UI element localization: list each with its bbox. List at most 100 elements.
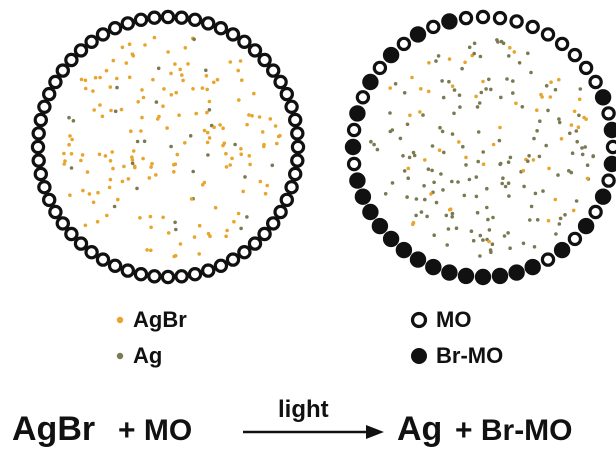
left-ag-particle <box>243 175 247 179</box>
right-ag-particle <box>557 222 562 226</box>
left-agbr-particle <box>91 200 96 205</box>
left-agbr-particle <box>162 87 166 91</box>
right-ag-particle <box>388 111 392 115</box>
right-agbr-particle <box>577 97 582 102</box>
right-brmo-bead <box>594 188 612 205</box>
right-ag-particle <box>544 143 548 148</box>
left-agbr-particle <box>145 248 149 252</box>
right-ag-particle <box>454 226 459 230</box>
right-ag-particle <box>506 231 510 235</box>
right-mo-bead <box>554 36 570 52</box>
left-agbr-particle <box>241 189 245 194</box>
left-agbr-particle <box>225 228 229 233</box>
left-mo-bead <box>290 126 305 141</box>
left-agbr-particle <box>258 179 263 184</box>
right-ag-particle <box>554 232 558 236</box>
right-agbr-particle <box>464 155 468 160</box>
left-agbr-particle <box>79 77 84 82</box>
right-brmo-bead <box>524 258 541 276</box>
left-agbr-particle <box>257 115 262 119</box>
right-mo-bead <box>588 204 603 220</box>
left-agbr-particle <box>172 170 176 174</box>
right-mo-bead <box>578 60 594 76</box>
right-ag-particle <box>544 84 549 88</box>
right-ag-particle <box>574 129 579 133</box>
left-agbr-particle <box>205 140 210 145</box>
right-ag-particle <box>526 159 530 163</box>
left-agbr-particle <box>151 77 155 82</box>
right-brmo-bead <box>349 105 366 122</box>
left-agbr-particle <box>67 142 71 147</box>
right-brmo-bead <box>344 138 362 156</box>
right-ag-particle <box>556 173 560 177</box>
left-mo-bead <box>64 52 79 68</box>
right-ag-particle <box>527 154 531 158</box>
left-agbr-particle <box>126 177 131 181</box>
right-mo-bead <box>601 106 616 121</box>
right-agbr-particle <box>427 61 431 65</box>
right-ag-particle <box>532 136 536 141</box>
right-brmo-bead <box>474 268 492 286</box>
left-agbr-particle <box>124 61 129 65</box>
left-mo-bead <box>147 269 162 284</box>
right-ag-particle <box>467 45 472 50</box>
right-ag-particle <box>479 90 484 95</box>
left-mo-bead <box>284 179 299 195</box>
legend-brmo-label: Br-MO <box>436 343 504 368</box>
right-agbr-particle <box>487 239 491 244</box>
left-agbr-particle <box>108 85 113 89</box>
right-brmo-bead <box>382 46 400 64</box>
left-agbr-particle <box>178 67 182 72</box>
right-ag-particle <box>507 54 511 58</box>
left-agbr-particle <box>224 234 228 239</box>
right-ag-particle <box>580 152 585 157</box>
left-mo-bead <box>33 166 49 182</box>
right-ag-particle <box>517 61 522 65</box>
left-agbr-particle <box>131 149 136 153</box>
right-ag-particle <box>462 193 467 198</box>
right-ag-particle <box>546 108 550 113</box>
right-agbr-particle <box>559 137 564 141</box>
legend-ag-label: Ag <box>133 343 163 368</box>
left-ag-particle <box>112 204 117 209</box>
left-agbr-particle <box>103 154 108 158</box>
left-ag-particle <box>204 68 208 73</box>
right-ag-particle <box>447 79 451 84</box>
right-ag-particle <box>557 120 562 125</box>
left-agbr-particle <box>169 93 174 97</box>
mo-open-ring-icon <box>410 311 428 329</box>
right-ag-particle <box>563 213 567 217</box>
right-brmo-bead <box>603 121 616 139</box>
left-agbr-particle <box>204 74 209 78</box>
left-ag-particle <box>192 37 196 42</box>
right-brmo-bead <box>362 73 379 91</box>
left-agbr-particle <box>85 170 90 174</box>
left-agbr-particle <box>149 165 153 169</box>
right-agbr-particle <box>548 95 553 99</box>
left-agbr-particle <box>236 211 241 216</box>
left-agbr-particle <box>95 219 100 224</box>
right-brmo-bead <box>508 264 525 281</box>
right-ag-particle <box>511 79 515 83</box>
left-mo-bead <box>247 43 263 58</box>
right-agbr-particle <box>549 80 553 84</box>
left-mo-bead <box>213 258 229 273</box>
right-brmo-bead <box>382 230 400 248</box>
left-agbr-particle <box>221 143 225 148</box>
left-agbr-particle <box>120 179 125 184</box>
right-ag-particle <box>474 194 479 199</box>
right-ag-particle <box>457 93 462 97</box>
left-mo-bead <box>273 74 288 90</box>
right-ag-particle <box>585 163 590 167</box>
right-agbr-particle <box>572 109 577 114</box>
right-agbr-particle <box>557 77 561 82</box>
left-ag-particle <box>206 153 210 157</box>
left-mo-bead <box>55 63 71 78</box>
left-agbr-particle <box>149 248 153 253</box>
right-ag-particle <box>472 51 477 56</box>
left-agbr-particle <box>116 197 120 202</box>
right-mo-bead <box>372 60 388 76</box>
left-agbr-particle <box>172 254 176 259</box>
left-agbr-particle <box>152 35 157 40</box>
